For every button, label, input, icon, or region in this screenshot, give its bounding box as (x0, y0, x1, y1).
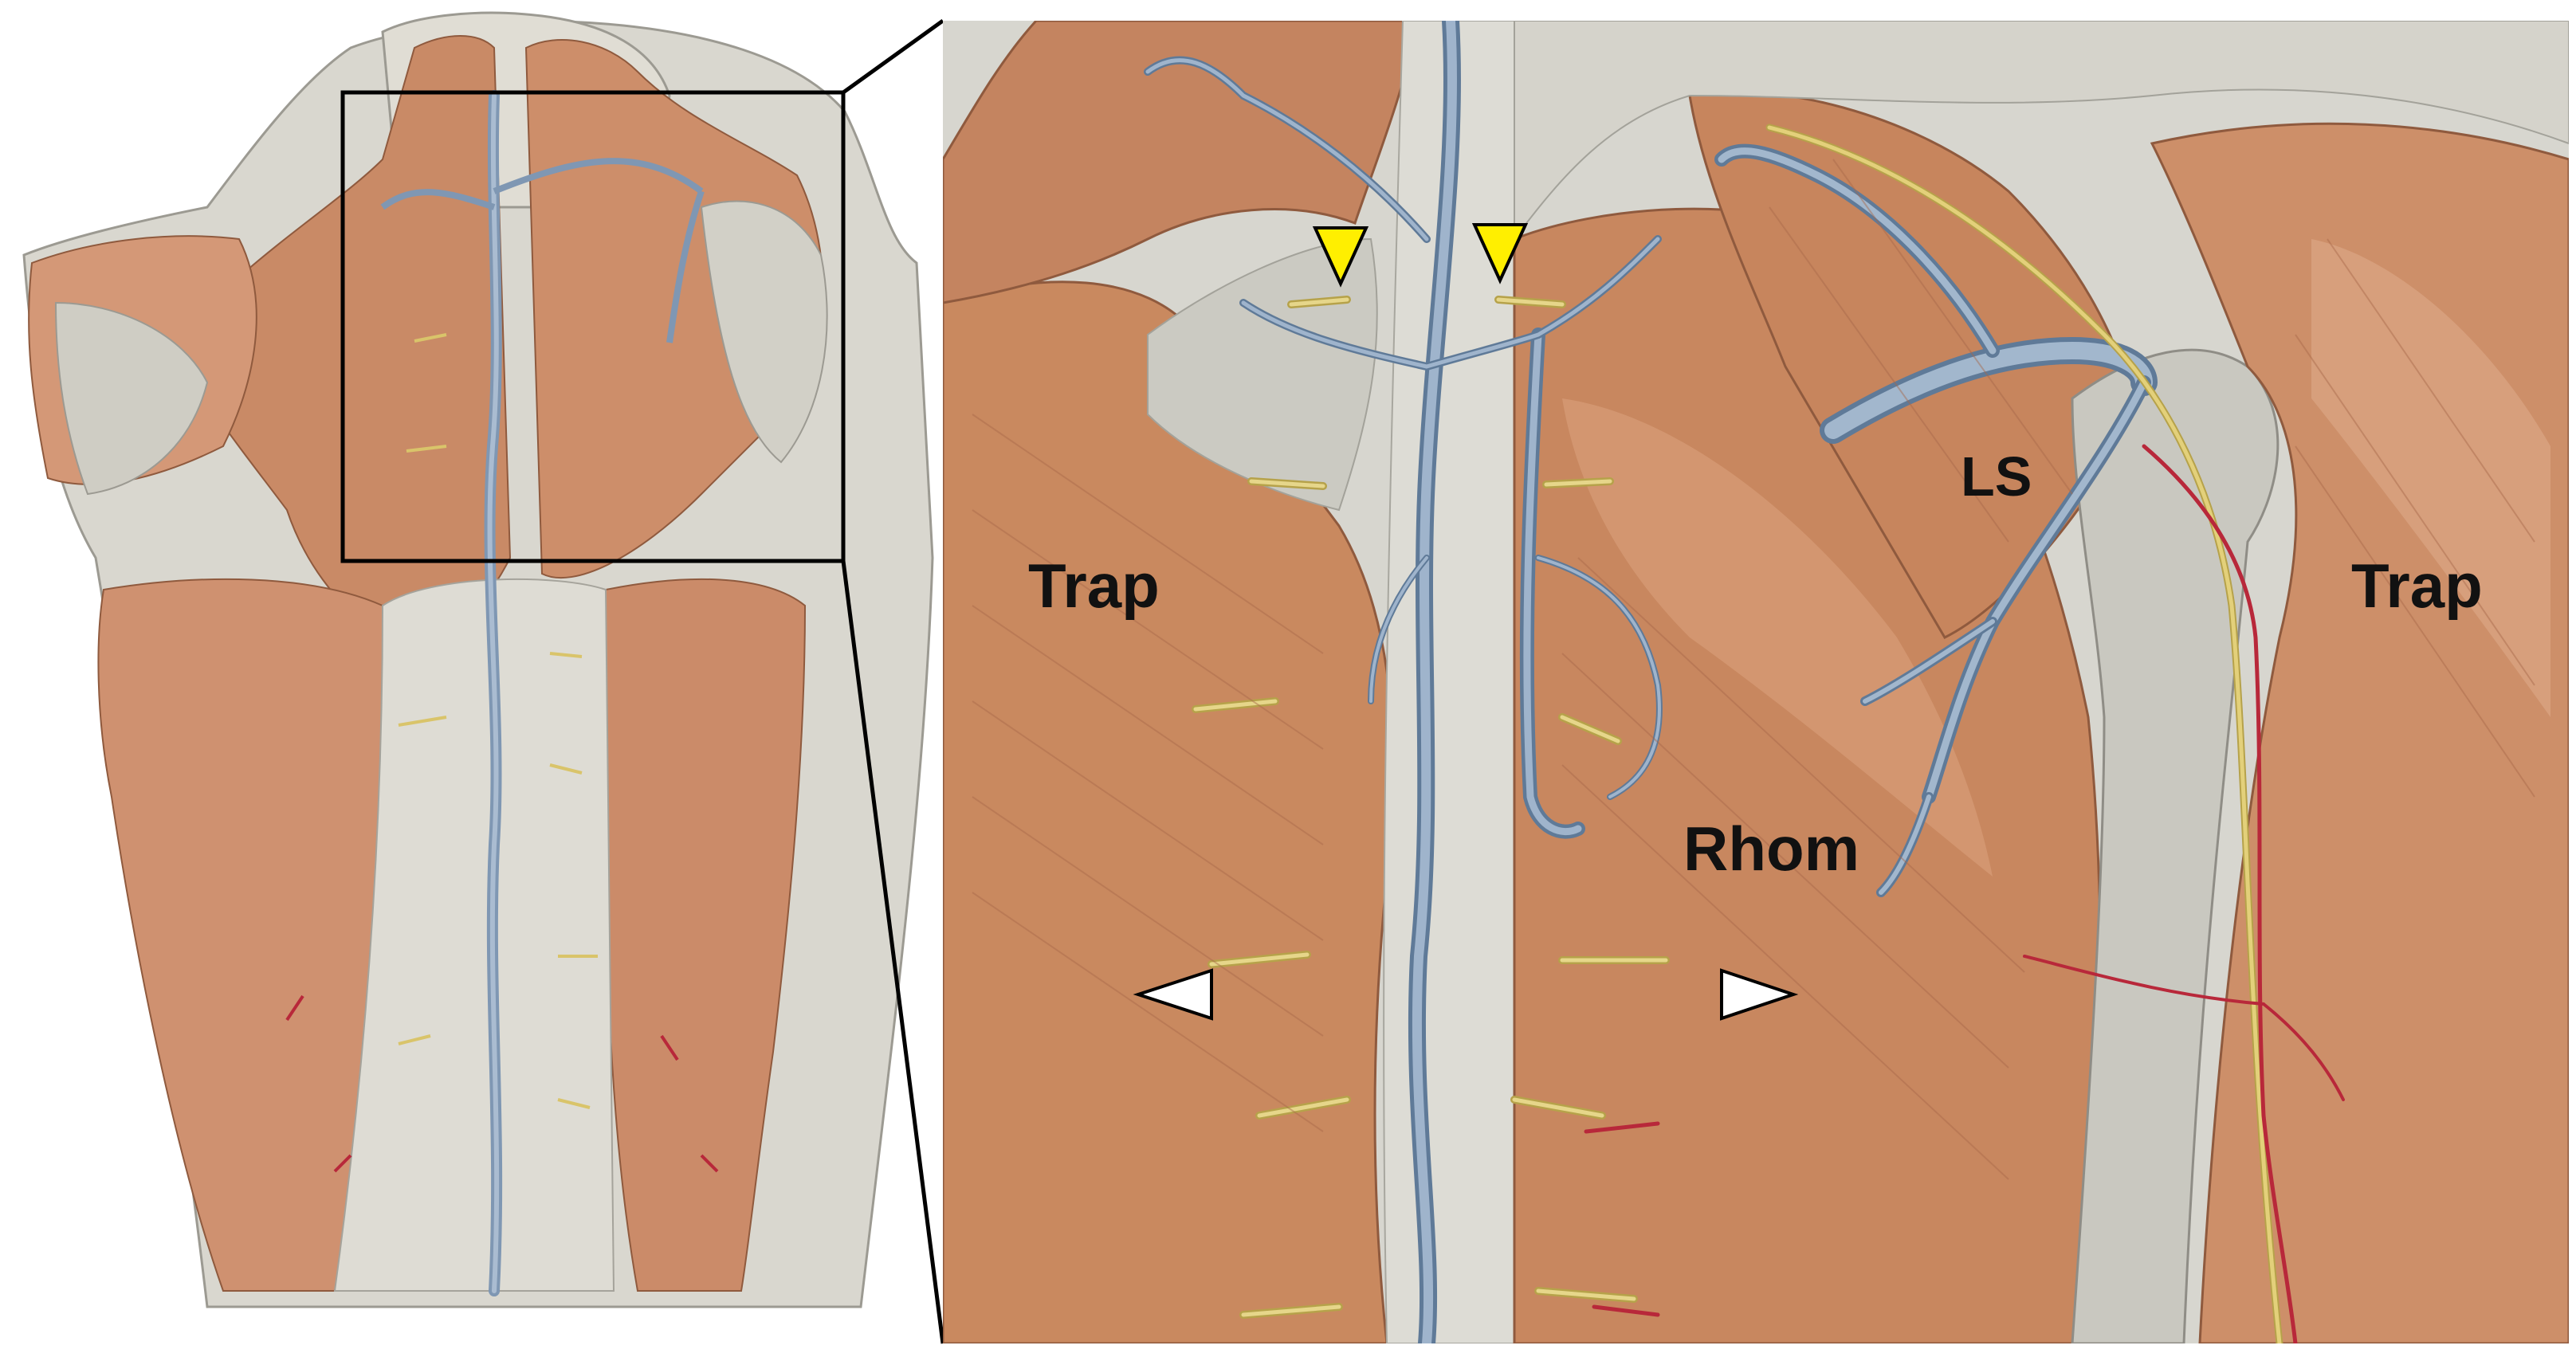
right-scapular-fascia (700, 200, 828, 464)
zoom-neck-fascia (1514, 21, 2569, 241)
label-rhom: Rhom (1683, 814, 1859, 884)
artery-twigs (285, 994, 719, 1173)
zoom-rhomboid-highlight (1562, 398, 1993, 877)
zoom-panel (943, 21, 2569, 1343)
overview-panel (22, 11, 934, 1308)
left-scapular-fascia (54, 301, 209, 496)
white-arrowhead-left (1133, 968, 1213, 1021)
zoom-upper-left-trapezius (943, 21, 1420, 304)
zoom-muscle-fibers (972, 159, 2535, 1180)
upper-branch-vein (380, 158, 705, 343)
zoom-vein-network (1144, 21, 1663, 1343)
zoom-fascia-patch (1147, 237, 1378, 512)
yellow-arrowhead-right (1471, 223, 1529, 284)
zoom-arteries (1584, 444, 2345, 1343)
white-arrowhead-markers (1133, 968, 1799, 1021)
zoom-right-trapezius-shade (2311, 239, 2550, 717)
yellow-arrowhead-left (1312, 226, 1369, 288)
label-ls: LS (1961, 445, 2032, 508)
zoom-connector-bottom (841, 560, 945, 1344)
spinal-vein-chain-inner (487, 93, 500, 1293)
zoom-region-frame (340, 90, 846, 563)
nerve-twigs (398, 333, 598, 1109)
zoom-connector-top (842, 18, 944, 95)
white-arrowhead-right (1720, 968, 1799, 1021)
label-trap-left: Trap (1028, 551, 1160, 621)
thoracolumbar-fascia (333, 578, 615, 1292)
label-trap-right: Trap (2351, 551, 2483, 621)
yellow-arrowhead-markers (1312, 223, 1529, 288)
zoom-left-trapezius (943, 280, 1394, 1343)
